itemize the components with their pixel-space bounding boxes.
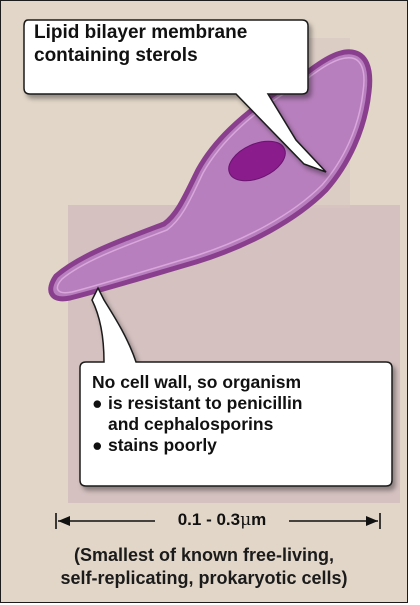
- scale-bar-right-arrowhead: [366, 516, 378, 526]
- top-callout-line-2: containing sterols: [34, 45, 299, 68]
- caption-line-1: (Smallest of known free-living,: [0, 544, 408, 567]
- bullet-item: stains poorly: [92, 435, 392, 456]
- caption-line-2: self-replicating, prokaryotic cells): [0, 567, 408, 590]
- scale-bar-left-arrowhead: [58, 516, 70, 526]
- bullet-2-line-1: stains poorly: [108, 435, 217, 456]
- scale-bar-value: 0.1 - 0.3: [178, 510, 240, 529]
- scale-bar-unit-prefix: μ: [240, 510, 251, 530]
- bullet-item: is resistant to penicillin and cephalosp…: [92, 393, 392, 435]
- bullet-text: is resistant to penicillin and cephalosp…: [108, 393, 303, 435]
- bullet-1-line-1: is resistant to penicillin: [108, 393, 303, 414]
- top-callout-line-1: Lipid bilayer membrane: [34, 22, 299, 45]
- bullet-1-line-2: and cephalosporins: [108, 414, 303, 435]
- scale-bar-label: 0.1 - 0.3μm: [155, 510, 289, 530]
- bullet-dot-icon: [92, 393, 108, 414]
- scale-bar-unit: m: [251, 510, 266, 529]
- bullet-text: stains poorly: [108, 435, 217, 456]
- top-callout-text: Lipid bilayer membrane containing sterol…: [34, 22, 299, 68]
- bottom-callout-text: No cell wall, so organism is resistant t…: [92, 372, 392, 456]
- bottom-callout-intro: No cell wall, so organism: [92, 372, 392, 393]
- bullet-dot-icon: [92, 435, 108, 456]
- figure-caption: (Smallest of known free-living, self-rep…: [0, 544, 408, 589]
